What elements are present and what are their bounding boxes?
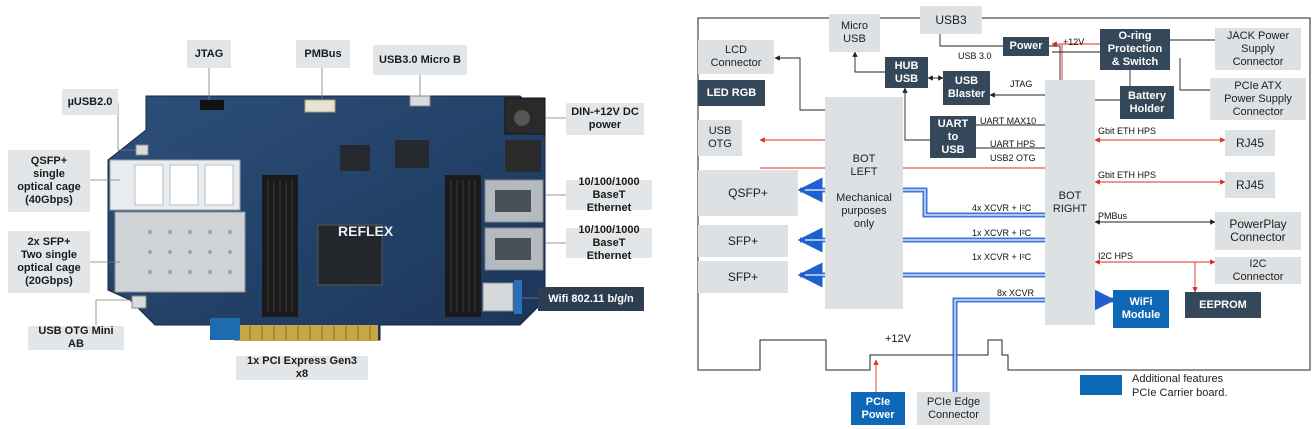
signal-xcvr1a: 1x XCVR + I²C <box>972 228 1032 238</box>
carrier-board-outline <box>697 17 1311 371</box>
signal-uart-hps: UART HPS <box>990 139 1036 149</box>
block-jack-power: JACK Power Supply Connector <box>1215 28 1301 70</box>
label-jtag: JTAG <box>187 40 231 68</box>
label-pmbus: PMBus <box>296 40 350 68</box>
pcie-fingers <box>238 325 378 341</box>
label-din-power: DIN-+12V DC power <box>566 103 644 135</box>
block-power: Power <box>1003 37 1049 56</box>
block-micro-usb: Micro USB <box>829 14 880 52</box>
usb-otg-mini-port <box>131 295 147 309</box>
signal-gbit-eth-hps-1: Gbit ETH HPS <box>1098 126 1157 136</box>
label-usb-otg-mini: USB OTG Mini AB <box>28 325 124 350</box>
block-oring: O-ring Protection & Switch <box>1100 29 1170 70</box>
jtag-header <box>200 100 224 110</box>
block-powerplay: PowerPlay Connector <box>1215 212 1301 250</box>
block-usb-blaster: USB Blaster <box>943 71 990 105</box>
sfp-cage <box>114 211 246 293</box>
signal-jtag: JTAG <box>1010 79 1033 89</box>
board-photo: REFLEX <box>90 68 566 341</box>
board-logo: REFLEX <box>338 223 394 239</box>
label-pcie-gen3: 1x PCI Express Gen3 x8 <box>236 355 368 380</box>
signal-usb2-otg: USB2 OTG <box>990 153 1036 163</box>
legend-swatch <box>1080 375 1122 395</box>
block-bot-left: BOT LEFT Mechanical purposes only <box>825 97 903 309</box>
block-usb-otg: USB OTG <box>698 120 742 156</box>
block-pcie-power: PCIe Power <box>851 392 905 425</box>
signal-plus12v-pcie: +12V <box>885 333 911 345</box>
block-sfp-1: SFP+ <box>698 225 788 257</box>
signal-pmbus: PMBus <box>1098 211 1128 221</box>
signal-gbit-eth-hps-2: Gbit ETH HPS <box>1098 170 1157 180</box>
block-bot-right: BOT RIGHT <box>1045 80 1095 325</box>
legend-text: Additional features PCIe Carrier board. <box>1132 373 1228 399</box>
block-uart-to-usb: UART to USB <box>930 116 976 158</box>
block-i2c-connector: I2C Connector <box>1215 257 1301 284</box>
label-sfp-cage: 2x SFP+ Two single optical cage (20Gbps) <box>8 231 90 293</box>
label-wifi: Wifi 802.11 b/g/n <box>538 287 644 311</box>
block-battery-holder: Battery Holder <box>1120 86 1174 119</box>
signal-xcvr8: 8x XCVR <box>997 288 1035 298</box>
block-lcd-connector: LCD Connector <box>698 40 774 74</box>
block-rj45-1: RJ45 <box>1225 130 1275 156</box>
block-pcie-edge: PCIe Edge Connector <box>917 392 990 425</box>
block-rj45-2: RJ45 <box>1225 172 1275 198</box>
block-led-rgb: LED RGB <box>698 80 765 106</box>
block-pcie-atx: PCIe ATX Power Supply Connector <box>1210 78 1306 120</box>
signal-plus12v: +12V <box>1063 37 1085 47</box>
block-sfp-2: SFP+ <box>698 261 788 293</box>
signal-i2c-hps: I2C HPS <box>1098 251 1134 261</box>
block-eeprom: EEPROM <box>1185 292 1261 318</box>
block-qsfp: QSFP+ <box>698 170 798 216</box>
block-usb3: USB3 <box>920 6 982 34</box>
fpga-chip <box>317 224 383 286</box>
signal-xcvr4: 4x XCVR + I²C <box>972 203 1032 213</box>
label-micro-usb2: µUSB2.0 <box>62 89 118 115</box>
label-usb3-micro-b: USB3.0 Micro B <box>373 45 467 75</box>
block-hub-usb: HUB USB <box>885 57 928 88</box>
block-wifi-module: WiFi Module <box>1113 290 1169 328</box>
pmbus-header <box>304 99 336 113</box>
label-qsfp-cage: QSFP+ single optical cage (40Gbps) <box>8 150 90 212</box>
wifi-chip <box>482 282 514 312</box>
signal-usb30: USB 3.0 <box>958 51 992 61</box>
signal-xcvr1b: 1x XCVR + I²C <box>972 252 1032 262</box>
signal-uart-max10: UART MAX10 <box>980 116 1037 126</box>
